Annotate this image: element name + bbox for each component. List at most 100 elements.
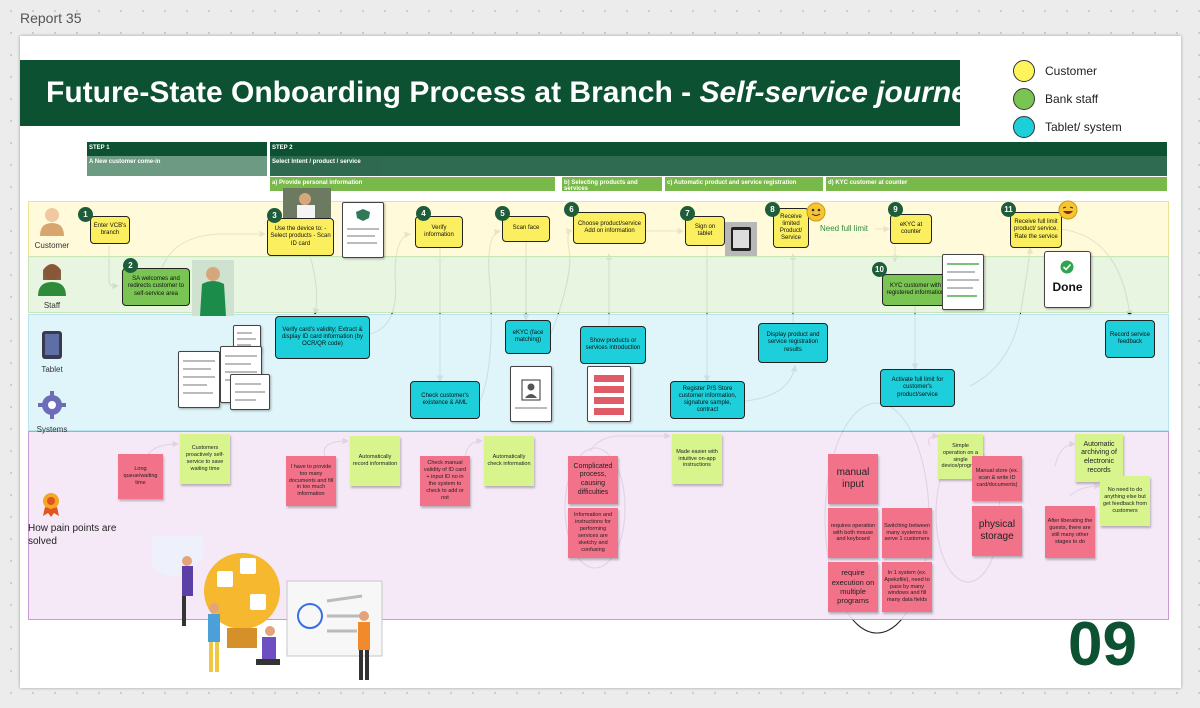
done-label: Done: [1052, 280, 1083, 294]
pain-point-sticky: In 1 system (ex. Apeksfile), need to pas…: [882, 562, 932, 612]
registered-info-document-image: [942, 254, 984, 310]
step-number-badge: 3: [267, 208, 282, 223]
laugh-emoji-icon: [1058, 200, 1078, 220]
node-check-aml: Check customer's existence & AML: [410, 381, 480, 419]
node-verify-card: Verify card's validity; Extract & displa…: [275, 316, 370, 359]
node-sa-welcomes: SA welcomes and redirects customer to se…: [122, 268, 190, 306]
lane-label-tablet: Tablet: [41, 365, 63, 374]
pain-point-sticky: Information and instructions for perform…: [568, 508, 618, 558]
solution-sticky: Automatically check information: [484, 436, 534, 486]
lane-label-staff: Staff: [43, 301, 61, 310]
legend-item-bank-staff: Bank staff: [1013, 88, 1122, 110]
award-medal-icon: [43, 493, 59, 517]
node-scan-face: Scan face: [502, 216, 550, 242]
step-number-badge: 7: [680, 206, 695, 221]
need-full-limit-label: Need full limit: [820, 224, 869, 233]
step-number-badge: 1: [78, 207, 93, 222]
staff-lane-header: Staff: [22, 262, 82, 310]
gear-icon: [38, 391, 66, 419]
node-verify-information: Verify information: [415, 216, 463, 248]
check-circle-icon: [1060, 260, 1074, 274]
node-register-ps: Register P/S Store customer information,…: [670, 381, 745, 419]
node-choose-product: Choose product/service Add on informatio…: [573, 212, 646, 244]
node-receive-limited: Receive limited Product/ Service: [773, 208, 809, 248]
lane-label-systems: Systems: [36, 425, 68, 434]
page-title-italic: Self-service journey: [699, 76, 985, 109]
tablet-icon: [42, 331, 62, 359]
page-title: Future-State Onboarding Process at Branc…: [46, 76, 700, 109]
id-card-document-image: [342, 202, 384, 258]
pain-point-sticky: After liberating the guests, there are s…: [1045, 506, 1095, 558]
solution-sticky: Made easier with intuitive on-app instru…: [672, 434, 722, 484]
customer-avatar-icon: [40, 208, 64, 236]
pain-point-sticky: require execution on multiple programs: [828, 562, 878, 612]
step-number-badge: 5: [495, 206, 510, 221]
page-number: 09: [1068, 610, 1137, 679]
staff-color-swatch: [1013, 88, 1035, 110]
step2-header: STEP 2: [270, 142, 1167, 156]
step-number-badge: 9: [888, 202, 903, 217]
legend-label: Tablet/ system: [1045, 120, 1122, 134]
step1-subheader: A New customer come-in: [87, 156, 267, 176]
lane-label-customer: Customer: [34, 241, 70, 250]
node-enter-branch: Enter VCB's branch: [90, 216, 130, 244]
step-number-badge: 4: [416, 206, 431, 221]
face-scan-mockup-image: [510, 366, 552, 422]
phase-a-header: a) Provide personal information: [270, 177, 555, 191]
staff-at-device-photo: [283, 188, 331, 218]
whiteboard-frame: Future-State Onboarding Process at Branc…: [20, 36, 1181, 688]
tablet-color-swatch: [1013, 116, 1035, 138]
pain-point-sticky: Long queue/waiting time: [118, 454, 163, 499]
phase-b-header: b) Selecting products and services: [562, 177, 662, 191]
phase-c-header: c) Automatic product and service registr…: [665, 177, 823, 191]
product-list-mockup-image: [587, 366, 631, 422]
customer-color-swatch: [1013, 60, 1035, 82]
phase-d-header: d) KYC customer at counter: [826, 177, 1167, 191]
bank-staff-photo: [192, 260, 234, 316]
systems-lane-header: Systems: [22, 390, 82, 434]
report-label: Report 35: [20, 10, 82, 26]
node-receive-full-limit: Receive full limit product/ service. Rat…: [1010, 212, 1062, 248]
title-banner: Future-State Onboarding Process at Branc…: [20, 60, 985, 126]
staff-avatar-icon: [38, 264, 66, 296]
legend-label: Bank staff: [1045, 92, 1099, 106]
pain-point-sticky: physical storage: [972, 506, 1022, 556]
step1-header: STEP 1: [87, 142, 267, 156]
step2-subheader: Select Intent / product / service: [270, 156, 1167, 176]
solution-sticky: Customers proactively self-service to sa…: [180, 434, 230, 484]
id-card-illustration: [230, 374, 270, 410]
legend-label: Customer: [1045, 64, 1098, 78]
node-ekyc-face: eKYC (face matching): [505, 320, 551, 354]
step-number-badge: 11: [1001, 202, 1016, 217]
lane-label-pain-points: How pain points are solved: [28, 523, 117, 547]
step-number-badge: 8: [765, 202, 780, 217]
node-activate-full-limit: Activate full limit for customer's produ…: [880, 369, 955, 407]
solution-sticky: No need to do anything else but get feed…: [1100, 476, 1150, 526]
pain-point-sticky: Switching between many systems to serve …: [882, 508, 932, 558]
shield-logo-icon: [356, 209, 370, 221]
node-record-feedback: Record service feedback: [1105, 320, 1155, 358]
face-portrait-icon: [521, 379, 541, 401]
step-number-badge: 6: [564, 202, 579, 217]
legend-item-tablet-system: Tablet/ system: [1013, 116, 1122, 138]
customer-lane-header: Customer: [22, 206, 82, 250]
step-number-badge: 10: [872, 262, 887, 277]
node-show-products: Show products or services introduction: [580, 326, 646, 364]
pain-point-sticky: Check manual validity of ID card + input…: [420, 456, 470, 506]
pain-point-sticky: Complicated process, causing difficultie…: [568, 456, 618, 504]
smile-emoji-icon: [806, 202, 826, 222]
node-use-device: Use the device to: - Select products - S…: [267, 218, 334, 256]
teamwork-idea-illustration: [152, 536, 383, 680]
step-number-badge: 2: [123, 258, 138, 273]
node-kyc-registered: KYC customer with registered information: [882, 274, 949, 306]
pain-points-lane-header: How pain points are solved: [28, 491, 128, 548]
solution-sticky: Automatic archiving of electronic record…: [1075, 434, 1123, 482]
pain-point-sticky: I have to provide too many documents and…: [286, 456, 336, 506]
solution-sticky: Automatically record information: [350, 436, 400, 486]
pain-point-sticky: Manual store (ex. scan & write ID card/d…: [972, 456, 1022, 501]
tablet-signing-photo: [725, 222, 757, 256]
done-card: Done: [1044, 251, 1091, 308]
legend: Customer Bank staff Tablet/ system: [1013, 60, 1122, 138]
tablet-lane-header: Tablet: [22, 330, 82, 374]
node-ekyc-counter: eKYC at counter: [890, 214, 932, 244]
